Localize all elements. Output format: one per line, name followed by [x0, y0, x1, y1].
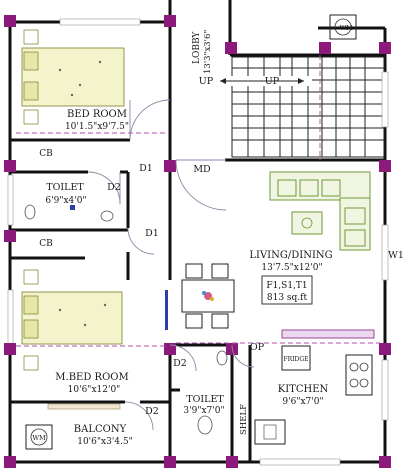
toilet-1-name: TOILET	[46, 182, 84, 193]
bed-room-name: BED ROOM	[67, 109, 127, 120]
living-dining-name: LIVING/DINING	[249, 250, 332, 261]
washing-machines	[25, 14, 357, 450]
unit-area: 813 sq.ft	[267, 293, 308, 303]
structural-columns	[4, 15, 391, 468]
unit-code: F1,S1,T1	[266, 281, 307, 291]
lobby-name: LOBBY	[192, 31, 202, 64]
interior-walls	[10, 138, 252, 462]
toilet-1-size: 6'9"x4'0"	[45, 196, 86, 206]
bed-top	[21, 29, 125, 125]
dining-table	[181, 263, 235, 329]
wm-bottom-label: WM	[32, 434, 46, 442]
balcony-name: BALCONY	[74, 424, 127, 435]
doors	[87, 99, 255, 431]
bed-master	[21, 269, 123, 371]
wm-top-label: WM	[339, 24, 353, 32]
stair-up-right-label: UP	[265, 76, 280, 87]
door-d2-toilet-label: D2	[107, 182, 121, 193]
annotation-labels: MD D1 D1 D2 D2 D2 W1 OP FRIDGE WM WM UP …	[32, 24, 404, 442]
room-labels: BED ROOM 10'1.5"x9'7.5" CB TOILET 6'9"x4…	[39, 30, 332, 447]
kitchen-size: 9'6"x7'0"	[282, 397, 323, 407]
main-door-label: MD	[193, 164, 211, 175]
door-d1-top-label: D1	[139, 163, 153, 174]
door-d1-mid-label: D1	[145, 228, 159, 239]
unit-info-box	[261, 275, 313, 305]
window-w1-label: W1	[388, 250, 404, 261]
beam-lines	[16, 55, 380, 347]
master-bed-room-name: M.BED ROOM	[55, 372, 128, 383]
kitchen-fixtures	[254, 329, 375, 445]
balcony-size: 10'6"x3'4.5"	[77, 437, 133, 447]
shelf-label: SHELF	[239, 404, 249, 435]
door-d2-balcony-label: D2	[145, 406, 159, 417]
kitchen-name: KITCHEN	[278, 384, 329, 395]
toilet-2-size: 3'9"x7'0"	[183, 406, 224, 416]
toilet-2-name: TOILET	[186, 394, 224, 405]
master-bed-room-size: 10'6"x12'0"	[68, 385, 121, 395]
sofa-set	[269, 171, 371, 251]
stair-up-left-label: UP	[199, 76, 214, 87]
lobby-size: 13'3"x3'6"	[203, 30, 213, 74]
opening-op-label: OP	[250, 342, 265, 353]
living-dining-size: 13'7.5"x12'0"	[261, 263, 322, 273]
bed-room-size: 10'1.5"x9'7.5"	[65, 122, 129, 132]
cb-bottom-label: CB	[39, 239, 53, 249]
toilet-fixtures	[24, 204, 228, 435]
staircase	[220, 56, 385, 158]
cb-top-label: CB	[39, 149, 53, 159]
fridge-label: FRIDGE	[283, 356, 308, 363]
door-d2-mbed-label: D2	[173, 358, 187, 369]
windows	[7, 18, 389, 466]
balcony-railing	[47, 403, 121, 410]
